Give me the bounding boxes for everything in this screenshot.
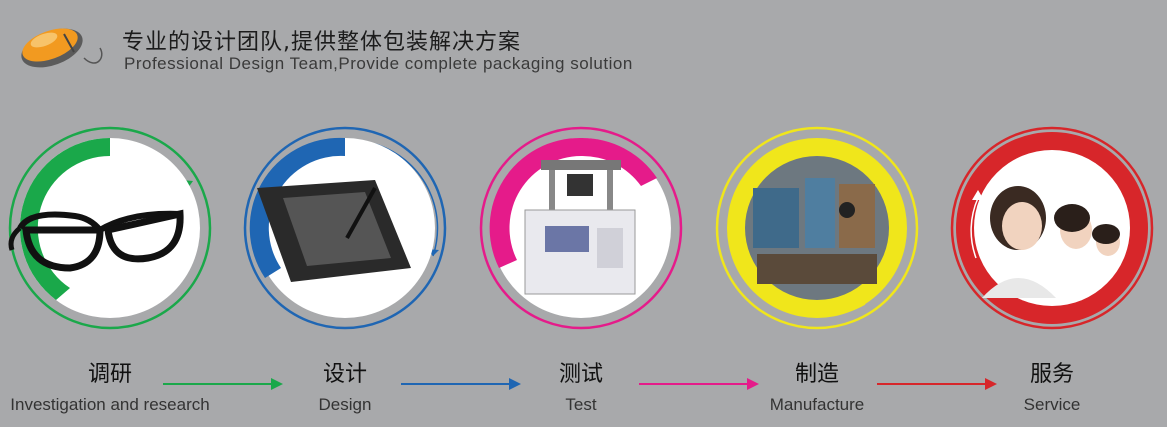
step-test: 测试 Test: [461, 118, 701, 423]
manufacture-ring: [715, 126, 919, 330]
step-service: 服务 Service: [932, 118, 1167, 423]
step-label-cn: 调研: [87, 362, 132, 387]
step-label-cn: 测试: [558, 362, 603, 387]
step-label-en: Manufacture: [769, 395, 865, 414]
test-ring: [479, 126, 683, 330]
step-label-en: Design: [318, 395, 372, 414]
step-label-cn: 设计: [322, 362, 367, 387]
design-ring: [243, 126, 447, 330]
testing-machine-icon: [524, 160, 636, 295]
call-center-photo-icon: [982, 186, 1120, 298]
step-label-cn: 制造: [794, 362, 839, 387]
arrow-right-icon: [163, 378, 283, 390]
step-label-cn: 服务: [1029, 362, 1074, 387]
header-title-en: Professional Design Team,Provide complet…: [124, 54, 633, 73]
arrow-right-icon: [401, 378, 521, 390]
step-design: 设计 Design: [225, 118, 465, 423]
service-ring: [950, 126, 1154, 330]
step-label-en: Test: [565, 395, 597, 414]
mouse-logo-icon: [21, 28, 103, 68]
arrow-right-icon: [639, 378, 759, 390]
step-manufacture: 制造 Manufacture: [697, 118, 937, 423]
investigation-ring: [8, 126, 212, 330]
glasses-icon: [8, 209, 184, 272]
drawing-tablet-icon: [257, 180, 411, 282]
header-title-cn: 专业的设计团队,提供整体包装解决方案: [122, 30, 521, 55]
arrow-right-icon: [877, 378, 997, 390]
step-label-en: Service: [1023, 395, 1081, 414]
page-header: 专业的设计团队,提供整体包装解决方案 Professional Design T…: [14, 18, 714, 78]
factory-photo-icon: [753, 178, 877, 284]
step-investigation: 调研 Investigation and research: [0, 118, 230, 423]
step-label-en: Investigation and research: [10, 395, 210, 414]
